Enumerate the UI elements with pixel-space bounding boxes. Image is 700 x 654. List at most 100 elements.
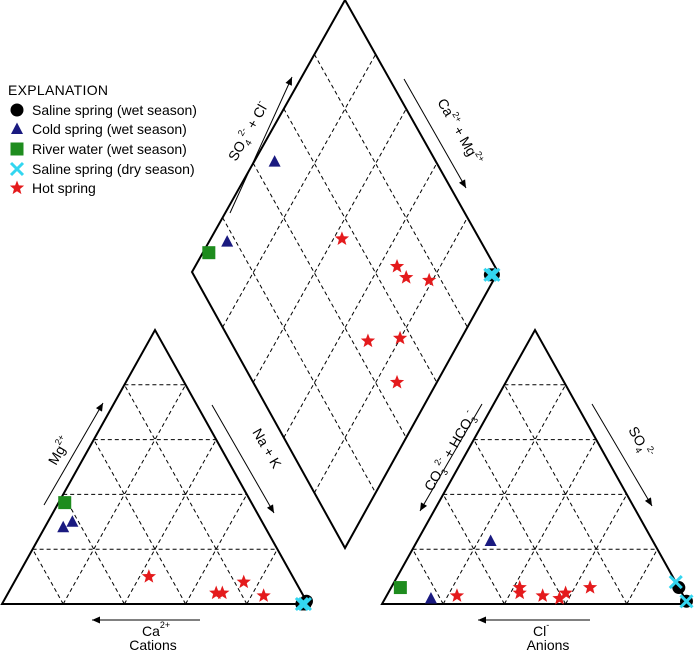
anion-triangle-gridline	[473, 439, 567, 605]
so4-axis-arrow-head	[644, 497, 652, 506]
diamond-point-hot	[422, 272, 437, 287]
anion-point-saline_dry	[679, 594, 694, 609]
na-k-axis-arrow-head	[266, 504, 274, 513]
diamond-gridline	[252, 162, 407, 438]
anion-point-river_wet	[393, 581, 407, 595]
anion-point-hot	[558, 585, 573, 600]
cation-point-saline_dry	[297, 596, 313, 612]
diamond-gridline	[313, 217, 468, 494]
anion-triangle-gridline	[626, 548, 658, 605]
ca-axis-arrow-head	[92, 616, 100, 624]
diamond-point-hot	[360, 333, 376, 348]
diamond-gridline	[222, 54, 377, 328]
anion-point-hot	[512, 580, 527, 594]
legend-item-saline-dry: Saline spring (dry season)	[8, 159, 197, 179]
ca-mg-axis-label: Ca2+ + Mg2+	[434, 95, 487, 168]
data-points	[57, 155, 694, 612]
cations-label: Cations	[129, 637, 176, 653]
ca-mg-axis-arrow-head	[459, 179, 466, 188]
axis-arrows	[43, 76, 653, 624]
diamond-point-saline_dry	[483, 267, 498, 282]
mg-axis-arrow	[43, 402, 104, 506]
anion-point-hot	[535, 588, 550, 602]
diamond-point-hot	[389, 258, 405, 273]
diamond-point-hot	[334, 231, 350, 245]
diamond-point-cold_wet	[221, 235, 234, 247]
diamond-gridline	[222, 217, 377, 494]
legend-marker	[9, 180, 25, 195]
diamond-gridline	[252, 108, 407, 383]
anion-point-hot	[582, 580, 598, 594]
na-k-axis-arrow	[211, 404, 275, 514]
diamond-point-river_wet	[202, 246, 216, 260]
legend-item-hot: Hot spring	[8, 178, 197, 198]
legend-marker	[10, 142, 24, 156]
diamond-gridline	[283, 162, 438, 438]
cation-point-cold_wet	[57, 520, 70, 533]
anion-triangle-gridline	[412, 548, 444, 605]
mg-axis-arrow-head	[95, 403, 103, 412]
cation-point-hot	[141, 569, 157, 583]
anion-point-hot	[512, 585, 527, 600]
legend-symbol-river-wet	[10, 142, 24, 156]
diamond-point-hot	[392, 330, 408, 345]
diamond-point-hot	[399, 270, 414, 284]
anion-triangle-gridline	[503, 439, 597, 605]
anion-point-saline_dry	[668, 575, 683, 590]
cation-point-hot	[209, 585, 224, 600]
diamond-frame	[190, 0, 500, 551]
so4-axis-arrow	[591, 403, 653, 507]
legend-label: Saline spring (dry season)	[32, 160, 195, 177]
cation-triangle-gridline	[32, 548, 64, 605]
legend-item-river-wet: River water (wet season)	[8, 139, 197, 159]
ca-axis-label: Ca2+	[142, 620, 170, 639]
cation-point-river_wet	[58, 496, 72, 510]
legend-title: EXPLANATION	[8, 82, 109, 98]
diamond-point-cold_wet	[268, 155, 281, 167]
diamond-point-saline_dry	[486, 267, 501, 282]
diamond-gridline	[283, 108, 438, 383]
co3-hco3-axis-arrow	[419, 403, 483, 512]
so4-cl-axis-label: SO42- + Cl-	[223, 98, 274, 165]
legend-label: River water (wet season)	[32, 140, 187, 157]
cation-triangle-gridline	[246, 548, 278, 605]
so4-axis-label: SO42-	[623, 423, 658, 462]
legend-label: Saline spring (wet season)	[32, 101, 197, 118]
diamond-gridline	[313, 54, 468, 328]
cation-triangle-gridline	[123, 439, 217, 605]
legend-symbol-hot	[9, 180, 25, 195]
legend: EXPLANATION Saline spring (wet season) C…	[8, 82, 197, 198]
cation-point-cold_wet	[66, 515, 79, 527]
anion-point-hot	[449, 588, 465, 602]
cation-point-hot	[236, 574, 251, 589]
cation-triangle-gridline	[93, 439, 187, 605]
cl-axis-arrow-head	[478, 616, 486, 624]
so4-cl-axis-arrow-head	[285, 77, 292, 86]
anion-triangle-frame	[380, 327, 690, 605]
diagram-grid	[32, 54, 658, 605]
anion-point-cold_wet	[424, 592, 437, 604]
legend-marker	[11, 122, 23, 135]
diamond-point-hot	[389, 374, 405, 389]
legend-symbol-saline-dry	[9, 161, 25, 176]
legend-item-saline-wet: Saline spring (wet season)	[8, 100, 197, 120]
anions-label: Anions	[527, 637, 570, 653]
cation-point-saline_dry	[294, 596, 309, 612]
ca-mg-axis-arrow	[403, 78, 467, 189]
cation-point-hot	[256, 588, 271, 602]
cation-triangle-frame	[0, 327, 310, 605]
legend-symbol-saline-wet	[10, 103, 24, 117]
co3-hco3-axis-arrow-head	[420, 502, 428, 511]
so4-cl-axis-arrow	[229, 76, 293, 214]
legend-marker	[10, 103, 24, 117]
cl-axis-label: Cl-	[533, 620, 549, 639]
legend-item-cold-wet: Cold spring (wet season)	[8, 120, 197, 140]
anion-point-hot	[552, 591, 567, 605]
legend-label: Cold spring (wet season)	[32, 121, 187, 138]
legend-marker	[9, 161, 25, 176]
legend-symbol-cold-wet	[11, 122, 23, 135]
anion-point-cold_wet	[484, 534, 497, 546]
legend-label: Hot spring	[32, 180, 96, 197]
cation-point-hot	[215, 585, 230, 600]
